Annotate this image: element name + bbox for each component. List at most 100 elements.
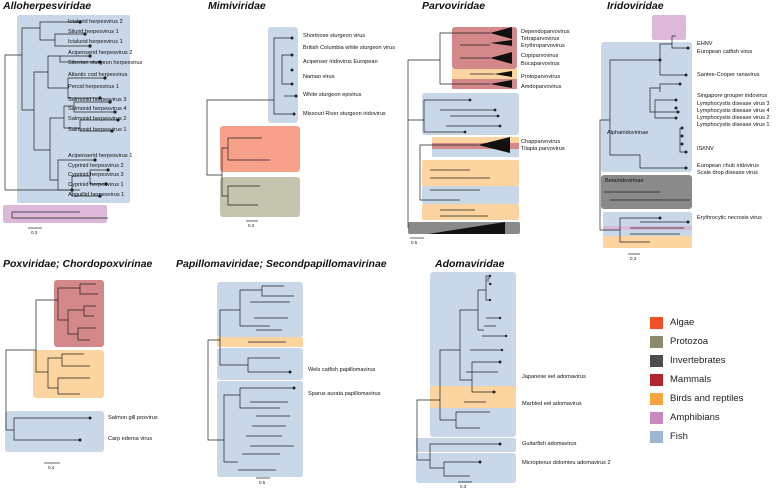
legend-label: Birds and reptiles [670,393,744,404]
taxon-label: Erythrocytic necrosis virus [697,215,762,221]
taxon-label: Namao virus [303,74,335,80]
legend-item-algae: Algae [650,313,743,332]
taxon-label: Tetraparvovirus [521,36,559,42]
clade-box-fish [217,348,303,380]
tree-alloherpesviridae: Ictalurid herpesvirus 2 Silurid herpesvi… [3,15,143,235]
panel-title-parvoviridae: Parvoviridae [422,0,486,12]
clade-box-fish [416,453,516,483]
taxon-label: Micropterus dolomieu adomavirus 2 [522,460,611,466]
tree-iridoviridae: EHNV European catfish virus Santee-Coope… [599,15,770,261]
scale-bar-label: 0.5 [259,480,266,485]
legend-swatch [650,392,663,405]
legend-swatch [650,354,663,367]
legend-swatch [650,373,663,386]
collapsed-clade [478,137,510,153]
clade-box-amphibians [3,205,107,223]
taxon-label: Salmon gill poxvirus [108,415,158,421]
taxon-label: Erythroparvovirus [521,43,565,49]
legend-item-fish: Fish [650,427,743,446]
taxon-label: Bocaparvovirus [521,61,560,67]
scale-bar-label: 0.3 [630,256,637,261]
taxon-label: British Columbia white sturgeon virus [303,45,395,51]
legend-swatch [650,335,663,348]
taxon-label: Protoparvovirus [521,74,560,80]
taxon-label: Acipenser iridovirus European [303,59,378,65]
taxon-label: ISKNV [697,146,714,152]
tree-mimiviridae: Shortnose sturgeon virus British Columbi… [206,27,395,228]
clade-box-fish [603,230,692,236]
tree-parvoviridae: Dependoparvovirus Tetraparvovirus Erythr… [407,27,570,245]
legend-label: Algae [670,317,695,328]
scale-bar-label: 0.3 [31,230,38,235]
clade-box-fish [432,149,519,157]
legend-swatch [650,411,663,424]
taxon-label: Percid herpesvirus 1 [68,84,119,90]
scale-bar-label: 0.5 [411,240,418,245]
collapsed-clade [494,71,512,77]
clade-box-mammals [54,280,104,347]
clade-box-birds [422,204,519,220]
host-legend: Algae Protozoa Invertebrates Mammals Bir… [650,313,743,446]
taxon-label: Scale drop disease virus [697,170,758,176]
subfamily-label: Alphairidovirinae [607,130,648,136]
legend-label: Mammals [670,374,712,385]
taxon-label: Tilapia parvovirus [521,146,565,152]
taxon-label: European catfish virus [697,49,753,55]
legend-item-birds-reptiles: Birds and reptiles [650,389,743,408]
taxon-label: Acipenserid herpesvirus 1 [68,153,132,159]
taxon-label: Sparus aurata papillomavirus [308,391,381,397]
taxon-label: Wels catfish papillomavirus [308,367,376,373]
clade-box-birds [422,160,519,186]
clade-box-fish [217,381,303,477]
taxon-label: Guitarfish adomavirus [522,441,577,447]
clade-box-fish [416,438,516,452]
legend-label: Protozoa [670,336,709,347]
taxon-label: Missouri River sturgeon iridovirus [303,111,386,117]
clade-box-fish [422,186,519,204]
scale-bar-label: 0.4 [48,465,55,470]
taxon-label: Dependoparvovirus [521,29,570,35]
taxon-label: Atlantic cod herpesvirus [68,72,128,78]
legend-item-amphibians: Amphibians [650,408,743,427]
tree-poxviridae: Salmon gill poxvirus Carp edema virus 0.… [5,280,158,470]
panel-title-adomaviridae: Adomaviridae [435,258,505,270]
taxon-label: Acipenserid herpesvirus 2 [68,50,132,56]
panel-title-papillomaviridae: Papillomaviridae; Secondpapillomavirinae [176,258,387,270]
taxon-label: Salmonid herpesvirus 4 [68,106,126,112]
subfamily-label: Betairidovirinae [605,178,644,184]
taxon-label: Japanese eel adomavirus [522,374,586,380]
taxon-label: Lymphocystis disease virus 3 [697,101,770,107]
clade-box-fish [17,15,130,203]
taxon-label: Salmonid herpesvirus 1 [68,127,126,133]
taxon-label: Anguillid herpesvirus 1 [68,192,124,198]
taxon-label: Carp edema virus [108,436,152,442]
taxon-label: Cyprinid herpesvirus 1 [68,182,124,188]
taxon-label: Lymphocystis disease virus 4 [697,108,770,114]
clade-box-fish [268,27,298,123]
collapsed-clade [490,52,512,64]
taxon-label: Ictalurid herpesvirus 1 [68,39,123,45]
clade-box-birds [33,350,104,398]
taxon-label: Copiparvovirus [521,53,559,59]
taxon-label: Lymphocystis disease virus 1 [697,122,770,128]
panel-title-iridoviridae: Iridoviridae [607,0,664,12]
collapsed-clade [428,222,505,234]
scale-bar-label: 0.2 [248,223,255,228]
collapsed-clade [490,40,512,46]
taxon-label: Chapparvovirus [521,139,560,145]
clade-box-birds [432,137,519,143]
clade-box-algae [220,126,300,172]
collapsed-clade [490,80,512,88]
legend-swatch [650,316,663,329]
panel-title-alloherpesviridae: Alloherpesviridae [3,0,92,12]
panel-title-mimiviridae: Mimiviridae [208,0,266,12]
taxon-label: Siberian sturgeon herpesvirus [68,60,143,66]
tree-adomaviridae: Japanese eel adomavirus Marbled eel adom… [416,272,611,489]
taxon-label: Marbled eel adomavirus [522,401,582,407]
taxon-label: Singapore grouper iridovirus [697,93,767,99]
taxon-label: Cyprinid herpesvirus 3 [68,172,124,178]
taxon-label: Shortnose sturgeon virus [303,33,365,39]
tree-papillomaviridae: Wels catfish papillomavirus Sparus aurat… [207,282,381,485]
clade-box-mammals [432,143,519,149]
